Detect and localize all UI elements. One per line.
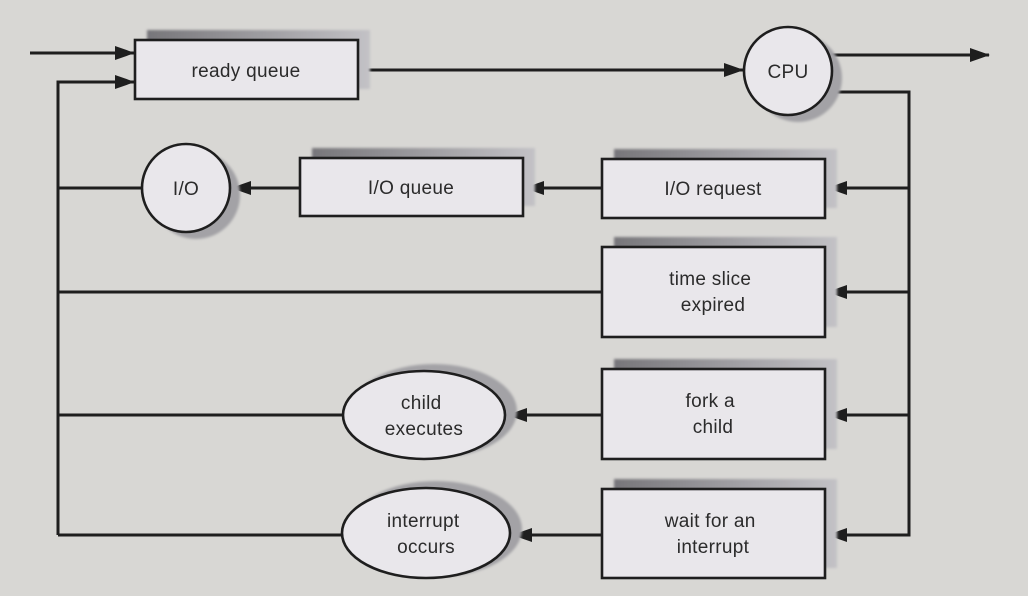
node-box	[133, 38, 360, 101]
node-box	[600, 245, 827, 339]
node-wait-for-interrupt: wait for an interrupt	[600, 479, 837, 580]
node-label: fork a child	[686, 391, 741, 438]
edges	[30, 46, 990, 542]
node-ellipse	[341, 369, 507, 461]
node-ellipse	[340, 486, 512, 580]
node-fork-a-child: fork a child	[600, 359, 837, 461]
node-label: CPU	[767, 62, 808, 83]
node-label: I/O	[173, 179, 199, 200]
node-label: I/O queue	[368, 178, 454, 199]
node-label: I/O request	[664, 179, 762, 200]
node-time-slice-expired: time slice expired	[600, 237, 837, 339]
node-box	[600, 367, 827, 461]
edge-cpu-down-right-side-to-wait	[826, 90, 911, 542]
node-io-queue: I/O queue	[298, 148, 535, 218]
node-box	[298, 156, 525, 218]
node-label: ready queue	[192, 61, 301, 82]
node-io: I/O	[140, 142, 240, 239]
node-circle	[742, 25, 834, 117]
node-label: child executes	[385, 393, 463, 440]
node-box	[600, 157, 827, 220]
node-cpu: CPU	[742, 25, 842, 122]
node-label: wait for an interrupt	[664, 511, 762, 558]
node-label: interrupt occurs	[387, 511, 465, 558]
node-ready-queue: ready queue	[133, 30, 370, 101]
node-interrupt-occurs: interrupt occurs	[340, 481, 522, 580]
node-io-request: I/O request	[600, 149, 837, 220]
node-child-executes: child executes	[341, 364, 517, 461]
node-circle	[140, 142, 232, 234]
node-box	[600, 487, 827, 580]
edge-left-feedback-line	[56, 75, 135, 535]
node-label: time slice expired	[669, 269, 757, 316]
